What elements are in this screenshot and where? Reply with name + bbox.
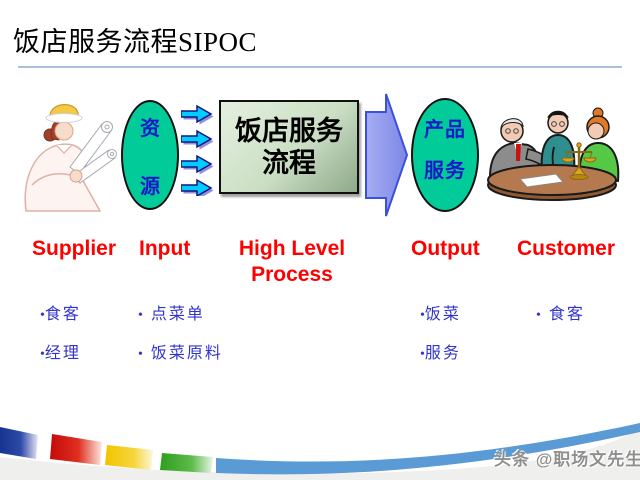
bullet-glyph: •	[536, 308, 541, 323]
bullet-glyph: •	[40, 347, 45, 362]
bullet-glyph: •	[138, 308, 143, 323]
process-box: 饭店服务 流程	[219, 100, 359, 194]
input-list: • 点菜单 • 饭菜原料	[138, 300, 223, 378]
worker-with-blueprints-icon	[24, 104, 117, 212]
output-header: Output	[411, 237, 480, 260]
list-item-text: 点菜单	[150, 306, 205, 323]
list-item-text: 食客	[548, 306, 585, 323]
watermark-text: 头条 @职场文先生	[494, 450, 640, 469]
supplier-header: Supplier	[32, 237, 117, 260]
list-item: •经理	[40, 339, 81, 363]
resources-line1: 资	[140, 118, 160, 140]
customer-list: • 食客	[536, 300, 585, 339]
big-right-arrow-icon	[365, 93, 409, 217]
list-item-text: 饭菜原料	[150, 345, 223, 362]
process-header: High Level Process	[238, 237, 346, 286]
list-item: •饭菜	[420, 300, 461, 324]
list-item-text: 服务	[424, 345, 461, 362]
list-item-text: 饭菜	[424, 306, 461, 323]
customer-header: Customer	[517, 237, 616, 260]
list-item: • 食客	[536, 300, 585, 324]
resources-line2: 源	[140, 176, 160, 198]
list-item: • 饭菜原料	[138, 339, 223, 363]
products-line1: 产品	[424, 119, 466, 141]
output-list: •饭菜 •服务	[420, 300, 461, 378]
bullet-glyph: •	[420, 308, 425, 323]
supplier-list: •食客 •经理	[40, 300, 81, 378]
input-resources-ellipse: 资 源	[121, 100, 179, 210]
bullet-glyph: •	[420, 347, 425, 362]
title-divider	[18, 66, 622, 68]
output-products-ellipse: 产品 服务	[411, 98, 479, 212]
business-meeting-icon	[487, 107, 620, 201]
list-item: •服务	[420, 339, 461, 363]
footer-swoosh-decoration	[0, 423, 640, 480]
products-line2: 服务	[424, 160, 466, 182]
list-item-text: 经理	[44, 345, 81, 362]
bullet-glyph: •	[138, 347, 143, 362]
list-item-text: 食客	[44, 306, 81, 323]
process-line1: 饭店服务	[235, 116, 343, 146]
input-header: Input	[139, 237, 191, 260]
page-title: 饭店服务流程SIPOC	[13, 27, 258, 57]
list-item: • 点菜单	[138, 300, 223, 324]
bullet-glyph: •	[40, 308, 45, 323]
process-line2: 流程	[262, 148, 316, 178]
list-item: •食客	[40, 300, 81, 324]
small-right-arrows-icon	[181, 104, 214, 196]
